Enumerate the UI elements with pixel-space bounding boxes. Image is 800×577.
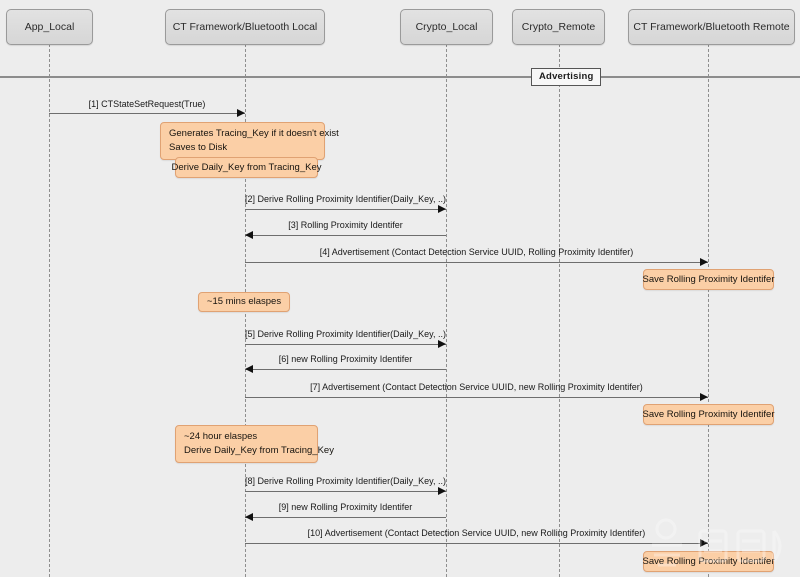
message-label-3: [3] Rolling Proximity Identifer <box>245 220 446 230</box>
message-line-8 <box>245 491 446 492</box>
note-15-mins-elapses: ~15 mins elaspes <box>198 292 290 312</box>
message-arrowhead-7 <box>700 393 708 401</box>
message-line-9 <box>245 517 446 518</box>
fragment-label-text: Advertising <box>539 71 594 82</box>
participant-label: App_Local <box>24 20 75 33</box>
participant-label: CT Framework/Bluetooth Remote <box>633 20 790 33</box>
note-save-rpi-1: Save Rolling Proximity Identifer <box>642 269 775 290</box>
message-text: [5] Derive Rolling Proximity Identifier(… <box>245 329 446 339</box>
message-text: [3] Rolling Proximity Identifer <box>288 220 403 230</box>
message-text: [2] Derive Rolling Proximity Identifier(… <box>245 194 446 204</box>
note-text: Derive Daily_Key from Tracing_Key <box>171 161 322 173</box>
message-label-10: [10] Advertisement (Contact Detection Se… <box>245 528 708 538</box>
participant-ct-remote[interactable]: CT Framework/Bluetooth Remote <box>628 9 795 45</box>
message-arrowhead-10 <box>700 539 708 547</box>
note-line-1: ~24 hour elaspes <box>184 431 258 442</box>
message-label-2: [2] Derive Rolling Proximity Identifier(… <box>245 194 446 204</box>
note-text: ~15 mins elaspes <box>206 296 282 308</box>
message-line-7 <box>245 397 708 398</box>
lifeline-ct-remote <box>708 44 709 577</box>
message-text: [6] new Rolling Proximity Identifer <box>278 354 413 364</box>
note-line-1: Generates Tracing_Key if it doesn't exis… <box>169 128 339 139</box>
message-text: [7] Advertisement (Contact Detection Ser… <box>310 382 643 392</box>
message-line-10 <box>245 543 708 544</box>
lifeline-app-local <box>49 44 50 577</box>
message-line-5 <box>245 344 446 345</box>
participant-crypto-remote[interactable]: Crypto_Remote <box>512 9 605 45</box>
note-text: Save Rolling Proximity Identifer <box>642 273 775 285</box>
participant-ct-local[interactable]: CT Framework/Bluetooth Local <box>165 9 325 45</box>
note-save-rpi-3: Save Rolling Proximity Identifer <box>642 551 775 572</box>
message-arrowhead-6 <box>245 365 253 373</box>
note-24-hour-elapses: ~24 hour elaspes Derive Daily_Key from T… <box>175 425 334 463</box>
participant-crypto-local[interactable]: Crypto_Local <box>400 9 493 45</box>
message-line-6 <box>245 369 446 370</box>
fragment-label-advertising: Advertising <box>531 68 602 86</box>
message-text: [1] CTStateSetRequest(True) <box>88 99 206 109</box>
message-label-8: [8] Derive Rolling Proximity Identifier(… <box>245 476 446 486</box>
message-arrowhead-3 <box>245 231 253 239</box>
message-arrowhead-2 <box>438 205 446 213</box>
participant-app-local[interactable]: App_Local <box>6 9 93 45</box>
message-line-3 <box>245 235 446 236</box>
note-text: Save Rolling Proximity Identifer <box>642 408 775 420</box>
note-text: Save Rolling Proximity Identifer <box>642 555 775 567</box>
participant-label: CT Framework/Bluetooth Local <box>172 20 318 33</box>
participant-label: Crypto_Remote <box>521 20 596 33</box>
message-text: [9] new Rolling Proximity Identifer <box>278 502 413 512</box>
note-generates-tracing-key: Generates Tracing_Key if it doesn't exis… <box>160 122 339 160</box>
message-label-4: [4] Advertisement (Contact Detection Ser… <box>245 247 708 257</box>
lifeline-crypto-local <box>446 44 447 577</box>
note-line-2: Derive Daily_Key from Tracing_Key <box>184 444 334 456</box>
note-derive-daily-key: Derive Daily_Key from Tracing_Key <box>172 157 321 178</box>
fragment-separator <box>0 76 800 78</box>
message-label-5: [5] Derive Rolling Proximity Identifier(… <box>245 329 446 339</box>
message-text: [8] Derive Rolling Proximity Identifier(… <box>245 476 446 486</box>
message-line-1 <box>49 113 245 114</box>
participant-label: Crypto_Local <box>415 20 478 33</box>
message-arrowhead-8 <box>438 487 446 495</box>
lifeline-crypto-remote <box>559 44 560 577</box>
message-line-4 <box>245 262 708 263</box>
message-text: [10] Advertisement (Contact Detection Se… <box>307 528 646 538</box>
message-label-6: [6] new Rolling Proximity Identifer <box>245 354 446 364</box>
message-label-1: [1] CTStateSetRequest(True) <box>49 99 245 109</box>
message-text: [4] Advertisement (Contact Detection Ser… <box>319 247 634 257</box>
message-arrowhead-4 <box>700 258 708 266</box>
message-label-7: [7] Advertisement (Contact Detection Ser… <box>245 382 708 392</box>
note-line-2: Saves to Disk <box>169 141 228 153</box>
message-line-2 <box>245 209 446 210</box>
message-arrowhead-1 <box>237 109 245 117</box>
message-arrowhead-9 <box>245 513 253 521</box>
message-arrowhead-5 <box>438 340 446 348</box>
message-label-9: [9] new Rolling Proximity Identifer <box>245 502 446 512</box>
note-save-rpi-2: Save Rolling Proximity Identifer <box>642 404 775 425</box>
